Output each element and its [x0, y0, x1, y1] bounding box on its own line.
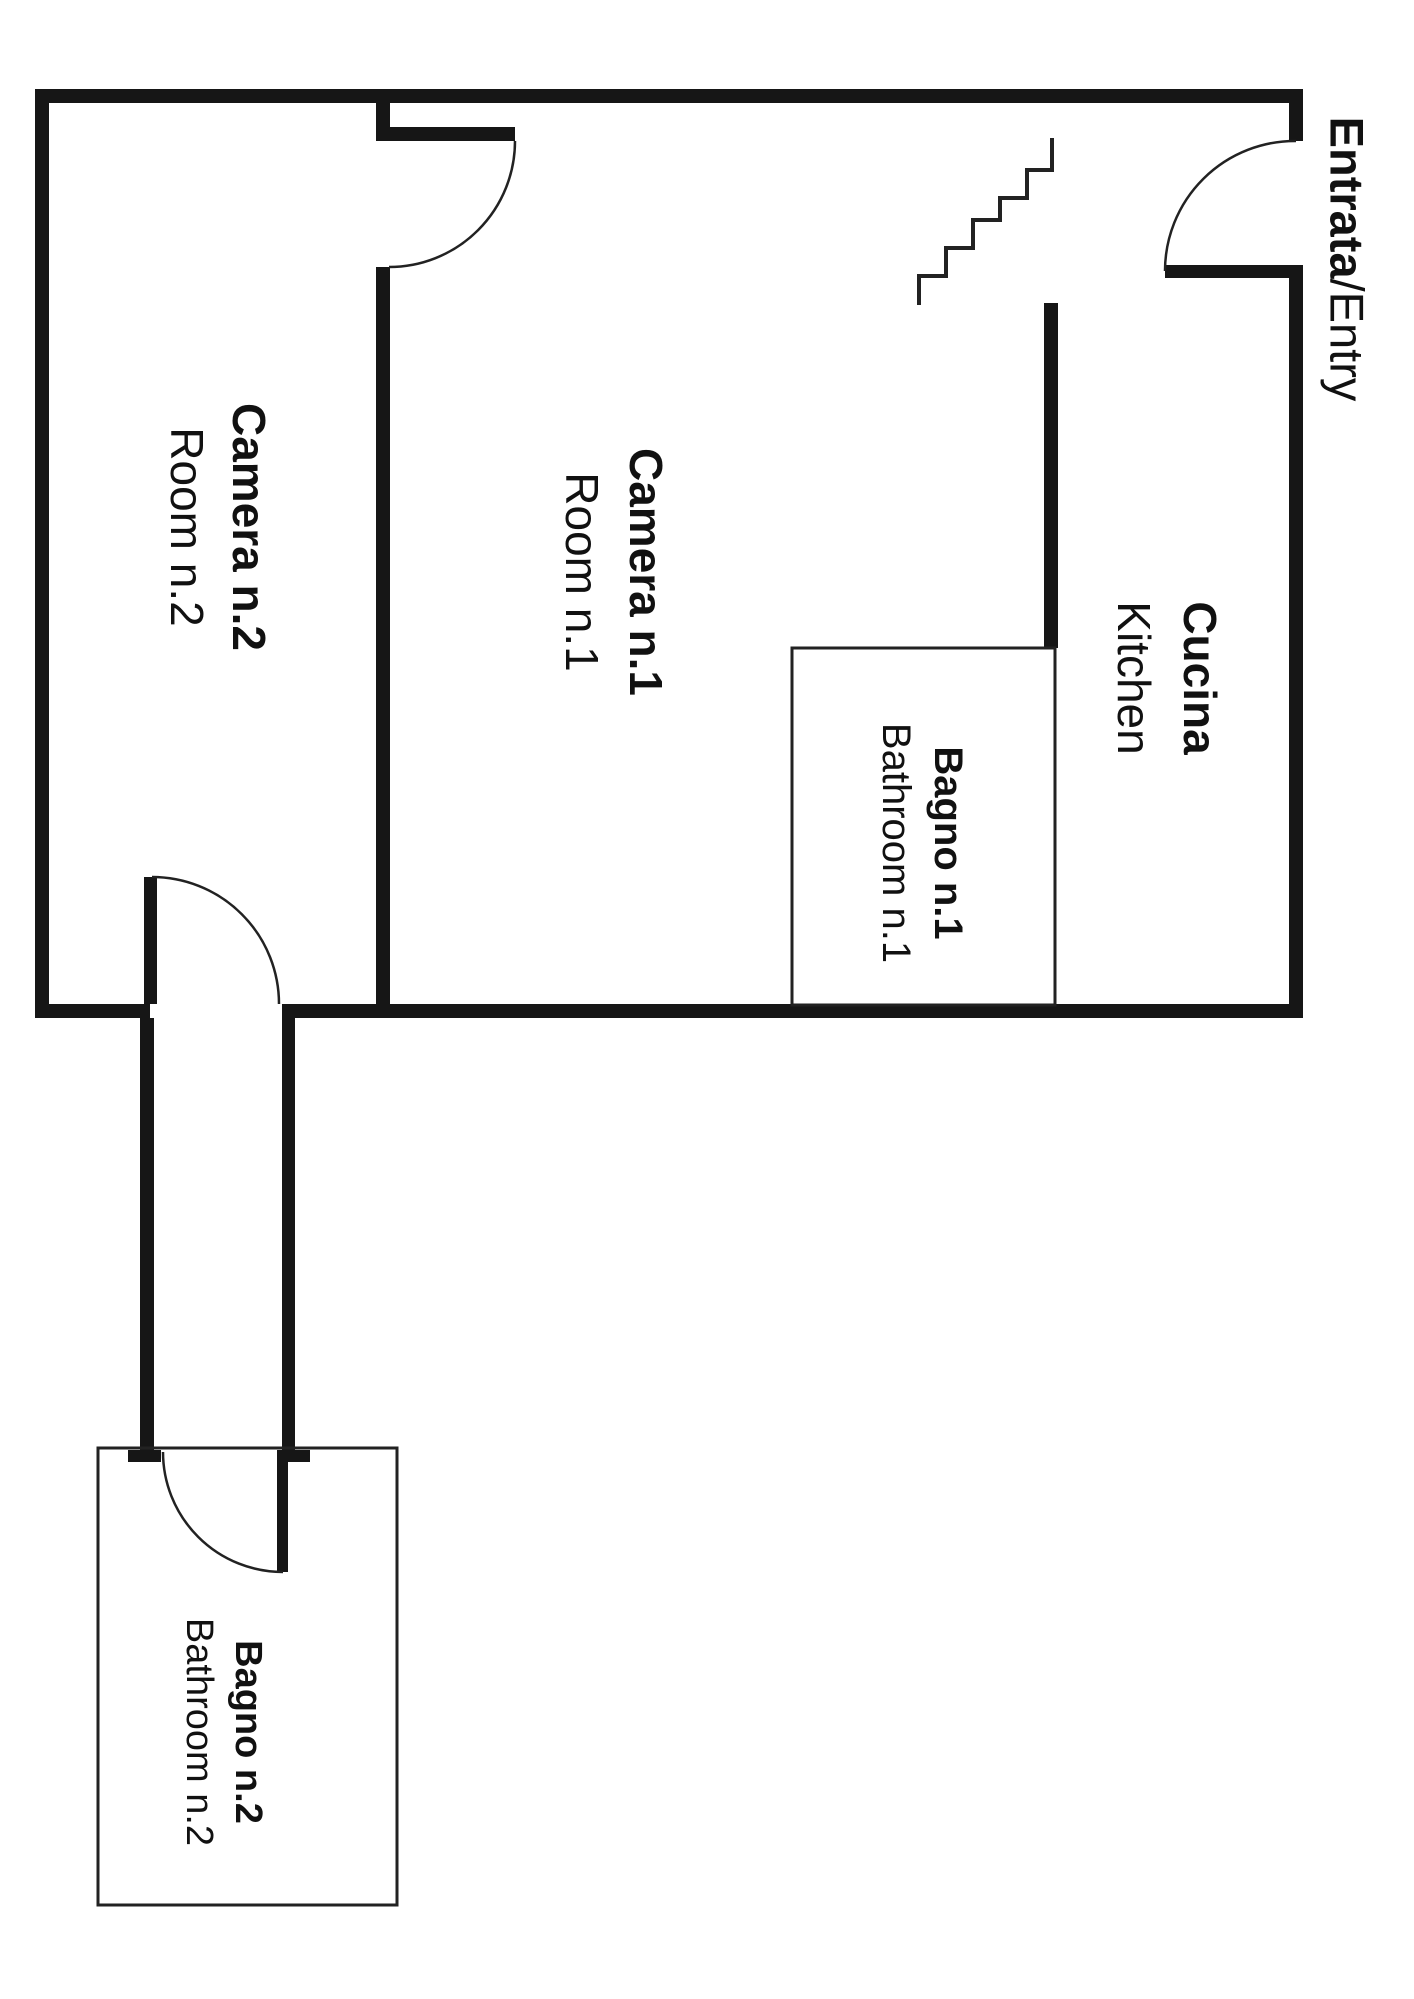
- kitchen-label-en: Kitchen: [1108, 601, 1160, 755]
- bathroom1-label-en: Bathroom n.1: [874, 722, 918, 964]
- bathroom2-door-swing-arc-icon: [161, 1451, 284, 1574]
- room2-door-leaf: [144, 877, 157, 1004]
- bathroom2-label: Bagno n.2 Bathroom n.2: [174, 1618, 272, 1846]
- room1-label: Camera n.1 Room n.1: [550, 448, 678, 696]
- top-exterior-wall: [35, 89, 1303, 103]
- entry-label-it: Entrata: [1320, 116, 1374, 279]
- room1-label-it: Camera n.1: [620, 447, 672, 697]
- kitchen-label-it: Cucina: [1174, 601, 1226, 755]
- bottom-wall-left-segment: [35, 1004, 150, 1018]
- room2-door-swing-arc-icon: [151, 875, 281, 1005]
- bathroom2-outline: [96, 1446, 399, 1907]
- kitchen-label: Cucina Kitchen: [1101, 601, 1233, 754]
- entry-label: Entrata/Entry: [1320, 117, 1375, 402]
- stairs-icon: [917, 138, 1054, 305]
- entry-inner-wall: [1165, 265, 1303, 278]
- right-exterior-wall: [1289, 267, 1303, 1018]
- walls: [35, 89, 1303, 1572]
- bathroom2-door-leaf: [277, 1452, 288, 1572]
- door-swing-arcs: [151, 139, 1297, 1574]
- bottom-wall-main-segment: [282, 1004, 1303, 1018]
- bathroom1-label-it: Bagno n.1: [926, 746, 970, 940]
- divider-door-swing-arc-icon: [388, 140, 517, 269]
- bathroom2-left-jamb: [128, 1450, 161, 1462]
- entry-label-en: /Entry: [1320, 278, 1374, 402]
- left-exterior-wall: [35, 89, 49, 1018]
- room2-label-en: Room n.2: [161, 427, 213, 627]
- bathroom2-label-en: Bathroom n.2: [178, 1617, 220, 1847]
- kitchen-wall: [1044, 303, 1058, 648]
- entry-door-top-jamb: [1289, 103, 1303, 141]
- entry-door-swing-arc-icon: [1163, 139, 1297, 272]
- corridor-left-wall: [140, 1018, 154, 1450]
- room2-label: Camera n.2 Room n.2: [156, 403, 280, 651]
- bathroom2-label-it: Bagno n.2: [227, 1640, 269, 1824]
- bathroom1-outline: [790, 646, 1057, 1007]
- divider-door-leaf: [383, 127, 515, 141]
- room1-label-en: Room n.1: [556, 472, 608, 672]
- corridor-right-wall: [282, 1018, 295, 1450]
- bathroom1-label: Bagno n.1 Bathroom n.1: [870, 723, 974, 963]
- room-divider-wall: [376, 267, 390, 1004]
- room2-label-it: Camera n.2: [223, 402, 275, 652]
